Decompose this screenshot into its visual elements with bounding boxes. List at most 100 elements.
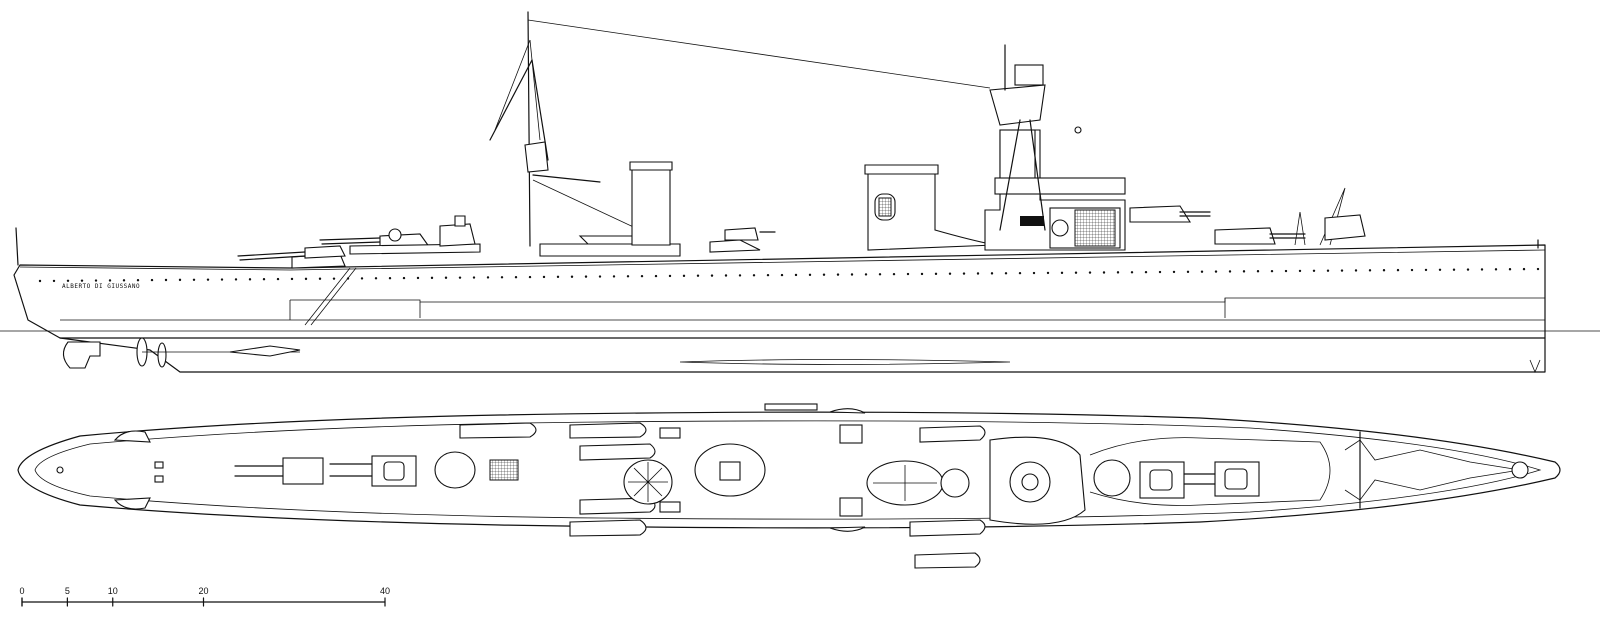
porthole bbox=[570, 275, 574, 278]
porthole bbox=[262, 278, 266, 281]
hull-underwater bbox=[59, 337, 1546, 373]
porthole bbox=[1298, 269, 1302, 273]
porthole bbox=[1074, 271, 1078, 274]
porthole bbox=[948, 272, 952, 275]
porthole bbox=[892, 272, 896, 276]
porthole bbox=[668, 274, 672, 278]
porthole bbox=[430, 276, 434, 280]
porthole bbox=[234, 278, 238, 281]
forward-turret-upper bbox=[1129, 205, 1191, 223]
porthole bbox=[1522, 267, 1526, 271]
aerial bbox=[527, 19, 991, 89]
porthole bbox=[38, 279, 42, 283]
porthole bbox=[1172, 270, 1176, 274]
porthole bbox=[276, 277, 280, 281]
porthole bbox=[794, 273, 798, 277]
porthole bbox=[1102, 271, 1106, 274]
porthole bbox=[66, 279, 70, 282]
porthole bbox=[1410, 268, 1414, 272]
porthole bbox=[780, 273, 784, 277]
porthole bbox=[458, 276, 462, 279]
porthole bbox=[878, 273, 882, 276]
porthole bbox=[962, 272, 966, 275]
porthole bbox=[1130, 271, 1134, 274]
porthole bbox=[164, 278, 168, 282]
porthole bbox=[710, 274, 714, 277]
plan-aft-turret-1 bbox=[282, 457, 324, 485]
portholes bbox=[38, 267, 1540, 283]
porthole bbox=[1018, 271, 1022, 275]
porthole bbox=[486, 276, 490, 279]
porthole bbox=[752, 274, 756, 277]
porthole bbox=[1466, 268, 1470, 271]
porthole bbox=[1382, 269, 1386, 272]
porthole bbox=[52, 279, 56, 283]
porthole bbox=[1452, 268, 1456, 271]
porthole bbox=[304, 277, 308, 281]
porthole bbox=[206, 278, 210, 281]
porthole bbox=[1494, 268, 1498, 271]
porthole bbox=[738, 274, 742, 277]
porthole bbox=[906, 272, 910, 276]
porthole bbox=[1312, 269, 1316, 273]
porthole bbox=[1116, 271, 1120, 274]
porthole bbox=[192, 278, 196, 281]
porthole bbox=[934, 272, 938, 276]
porthole bbox=[1242, 270, 1246, 273]
plan-hull-outline bbox=[17, 411, 1561, 529]
porthole bbox=[1046, 271, 1050, 275]
porthole bbox=[332, 277, 336, 280]
porthole bbox=[500, 276, 504, 279]
porthole bbox=[528, 275, 532, 279]
porthole bbox=[850, 273, 854, 276]
porthole bbox=[150, 278, 154, 282]
porthole bbox=[1060, 271, 1064, 275]
porthole bbox=[1326, 269, 1330, 272]
porthole bbox=[1284, 269, 1288, 273]
porthole bbox=[402, 276, 406, 280]
porthole bbox=[108, 279, 112, 282]
porthole bbox=[1354, 269, 1358, 272]
porthole bbox=[822, 273, 826, 276]
porthole bbox=[1508, 268, 1512, 271]
porthole bbox=[1270, 269, 1274, 273]
porthole bbox=[290, 277, 294, 281]
control-tower bbox=[989, 84, 1046, 126]
propeller bbox=[136, 337, 301, 368]
rudder bbox=[62, 341, 101, 369]
porthole bbox=[724, 274, 728, 277]
porthole bbox=[444, 276, 448, 279]
mainmast bbox=[489, 11, 641, 247]
porthole bbox=[612, 275, 616, 278]
porthole bbox=[472, 276, 476, 279]
porthole bbox=[864, 273, 868, 276]
porthole bbox=[1368, 269, 1372, 272]
scale-tick-label: 5 bbox=[65, 586, 70, 596]
porthole bbox=[808, 273, 812, 277]
porthole bbox=[584, 275, 588, 278]
porthole bbox=[836, 273, 840, 276]
porthole bbox=[136, 279, 140, 282]
scale-tick-label: 0 bbox=[19, 586, 24, 596]
forward-turret-lower bbox=[1214, 227, 1276, 245]
porthole bbox=[1004, 272, 1008, 275]
porthole bbox=[1214, 270, 1218, 273]
porthole bbox=[1186, 270, 1190, 274]
porthole bbox=[1228, 270, 1232, 273]
porthole bbox=[388, 277, 392, 280]
porthole bbox=[318, 277, 322, 280]
scale-tick-label: 20 bbox=[198, 586, 208, 596]
aft-turret-lower bbox=[304, 245, 346, 259]
porthole bbox=[598, 275, 602, 278]
porthole bbox=[1396, 268, 1400, 272]
plan-view bbox=[17, 403, 1561, 569]
hull-upper bbox=[13, 244, 1546, 339]
porthole bbox=[696, 274, 700, 277]
porthole bbox=[122, 279, 126, 282]
porthole bbox=[374, 277, 378, 280]
porthole bbox=[1536, 267, 1540, 271]
porthole bbox=[1340, 269, 1344, 272]
porthole bbox=[1480, 268, 1484, 271]
porthole bbox=[1088, 271, 1092, 274]
